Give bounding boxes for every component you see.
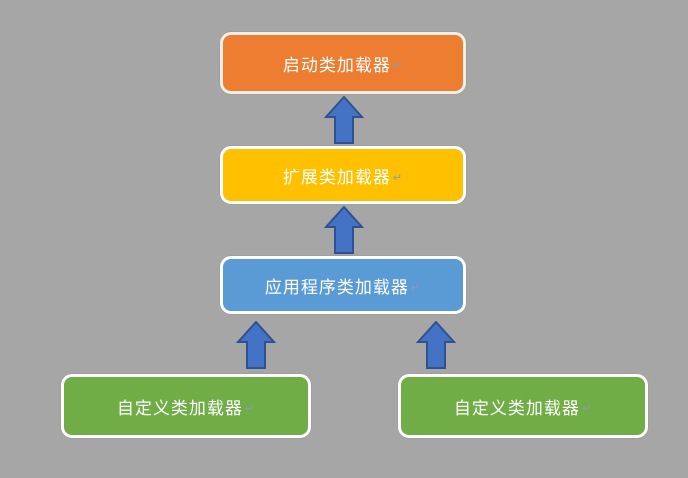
paragraph-return-icon: ↵ xyxy=(392,59,404,72)
node-label: 扩展类加载器 xyxy=(282,167,391,187)
node-application-classloader: 应用程序类加载器 ↵ xyxy=(220,256,466,314)
up-arrow-application-to-extension-icon xyxy=(324,206,364,254)
node-bootstrap-classloader: 启动类加载器 ↵ xyxy=(220,32,466,94)
up-arrow-custom-right-to-application-icon xyxy=(416,321,456,369)
node-custom-classloader-left: 自定义类加载器 ↵ xyxy=(61,374,311,438)
paragraph-return-icon: ↵ xyxy=(392,171,404,184)
node-custom-classloader-right: 自定义类加载器 ↵ xyxy=(398,374,648,438)
up-arrow-shape xyxy=(416,321,456,369)
node-extension-classloader: 扩展类加载器 ↵ xyxy=(220,146,466,204)
up-arrow-custom-left-to-application-icon xyxy=(236,321,276,369)
paragraph-return-icon: ↵ xyxy=(410,281,422,294)
up-arrow-shape xyxy=(236,321,276,369)
node-label: 应用程序类加载器 xyxy=(264,277,409,297)
node-label: 自定义类加载器 xyxy=(453,398,580,418)
up-arrow-shape xyxy=(324,96,364,144)
up-arrow-shape xyxy=(324,206,364,254)
up-arrow-extension-to-bootstrap-icon xyxy=(324,96,364,144)
paragraph-return-icon: ↵ xyxy=(244,402,256,415)
node-label: 自定义类加载器 xyxy=(116,398,243,418)
paragraph-return-icon: ↵ xyxy=(581,402,593,415)
node-label: 启动类加载器 xyxy=(282,55,391,75)
